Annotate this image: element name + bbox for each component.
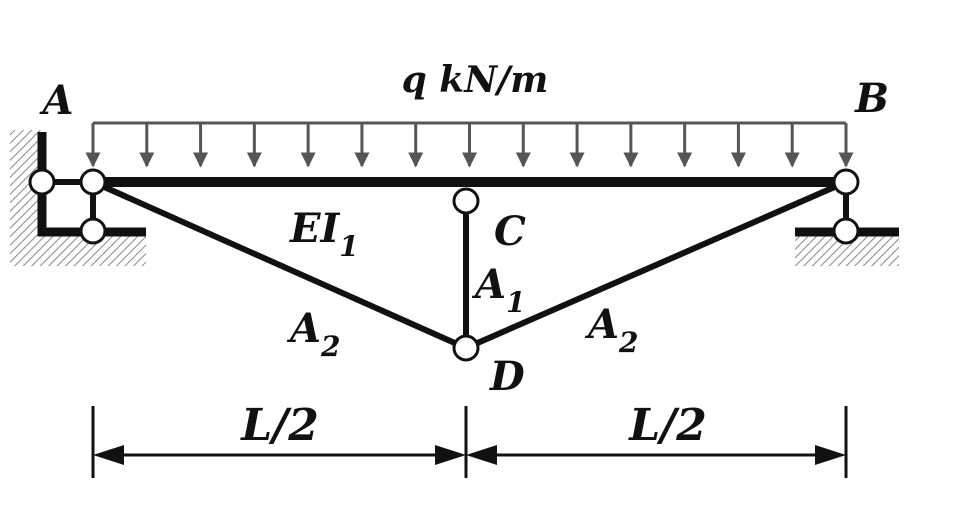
dim-left-label: L/2 [239, 400, 319, 451]
strut-area-sub: 1 [506, 286, 525, 319]
tie-left-area-label: A2 [286, 305, 341, 363]
dim-arrow-right-start [466, 445, 497, 465]
dim-arrow-left-start [93, 445, 124, 465]
joint-d [452, 334, 480, 362]
left-support-frame [37, 132, 146, 237]
tie-right [464, 179, 848, 351]
point-a-label: A [38, 77, 73, 124]
right-support [795, 182, 899, 266]
load-arrows [85, 123, 854, 168]
left-wall-hatch [10, 130, 42, 266]
tie-right-area-label: A2 [584, 301, 639, 359]
dim-right-label: L/2 [627, 400, 707, 451]
point-c-label: C [494, 208, 526, 255]
joint-a [79, 168, 107, 196]
strut-area-main: A [471, 261, 506, 308]
dimension-lines [91, 406, 848, 478]
left-ground-hinge [79, 217, 107, 245]
point-d-label: D [489, 353, 525, 400]
right-ground-hinge [832, 217, 860, 245]
tie-right-area-sub: 2 [618, 326, 638, 359]
joint-b [832, 168, 860, 196]
distributed-load [85, 121, 854, 168]
left-wall-hinge [28, 168, 56, 196]
strut-area-label: A1 [471, 261, 526, 319]
beam-stiffness-label: EI1 [289, 205, 359, 263]
joint-c [452, 187, 480, 215]
point-b-label: B [854, 75, 889, 122]
left-support [10, 130, 146, 266]
tie-right-area-main: A [584, 301, 619, 348]
tie-left-area-main: A [286, 305, 321, 352]
dim-arrow-left-end [435, 445, 466, 465]
beam-stiffness-sub: 1 [339, 230, 358, 263]
tie-left [91, 179, 468, 351]
load-label: q kN/m [402, 59, 549, 101]
tie-left-area-sub: 2 [320, 330, 340, 363]
dim-arrow-right-end [815, 445, 846, 465]
beam-stiffness-main: EI [289, 205, 340, 252]
